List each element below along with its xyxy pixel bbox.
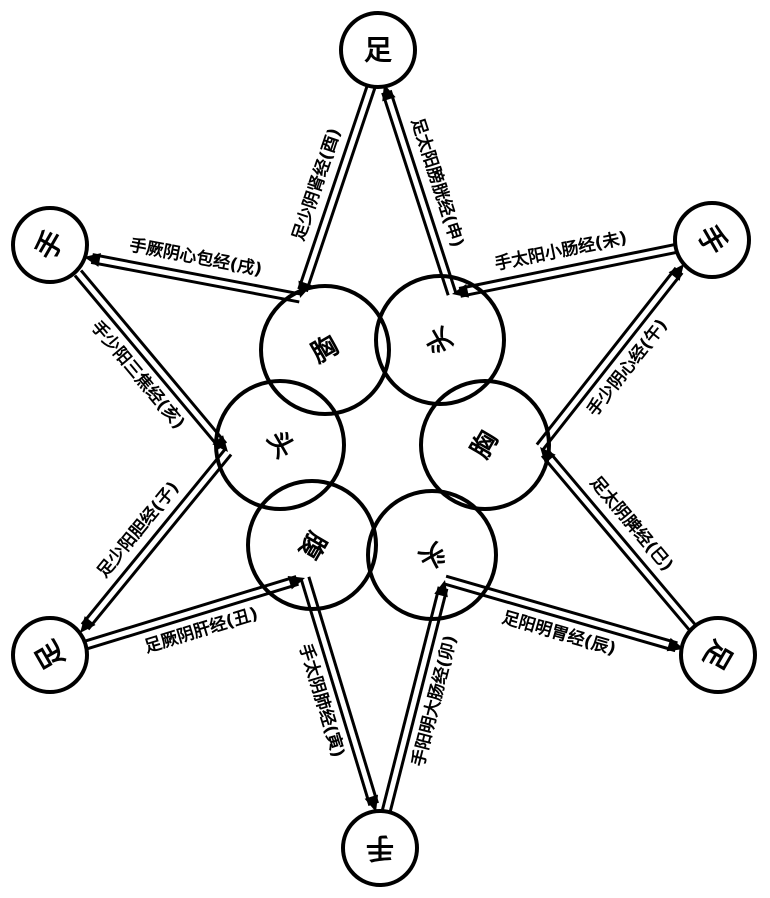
edge-line (445, 574, 678, 645)
meridian-label: 手阳明大肠经(卯) (408, 633, 462, 769)
outer-circle (341, 809, 419, 887)
edge-line (547, 449, 697, 626)
outer-node-top: 足 (339, 11, 417, 89)
arrowhead-icon (212, 435, 228, 452)
meridian-label: 手少阳三焦经(亥) (87, 317, 190, 434)
outer-node-bottom-left: 足 (11, 616, 89, 694)
inner-circles: 胸头头胸腹头 (214, 274, 551, 621)
meridian-label: 足太阳膀胱经(申) (407, 115, 468, 249)
inner-node-label: 胸 (466, 426, 505, 464)
outer-node-bottom-right: 足 (679, 616, 757, 694)
inner-circle (214, 379, 346, 511)
edge-line (90, 260, 300, 304)
inner-circle (374, 274, 506, 406)
arrowhead-icon (452, 283, 470, 298)
edge-line (541, 271, 684, 451)
inner-node-label: 头 (421, 321, 460, 359)
inner-node-lower-right: 头 (366, 489, 498, 621)
edge-line (388, 89, 458, 294)
edge-line (297, 82, 370, 290)
meridian-edge: 足阳明胃经(辰) (443, 574, 684, 660)
edge-line (380, 586, 441, 812)
arrowhead-icon (364, 794, 379, 812)
arrowhead-icon (84, 253, 102, 267)
meridian-edge: 足少阴肾经(酉) (288, 82, 378, 298)
edge-line (84, 575, 297, 643)
meridian-edge: 手太阴肺经(寅) (295, 576, 379, 812)
meridian-label: 足厥阴肝经(丑) (142, 603, 261, 657)
inner-node-label: 胸 (306, 331, 344, 370)
edge-line (304, 84, 378, 293)
meridian-edge: 足太阳膀胱经(申) (381, 84, 468, 296)
edge-line (388, 588, 449, 814)
outer-node-top-left: 手 (11, 206, 89, 284)
meridian-edges: 足太阳膀胱经(申) 足少阴肾经(酉)手厥阴心包经(戌) 手少阳三焦经(亥) 足少阳胆经… (73, 82, 697, 814)
meridian-edge: 足少阳胆经(子) (80, 448, 233, 633)
inner-node-upper-left: 胸 (259, 284, 391, 416)
meridian-label: 手太阴肺经(寅) (295, 641, 349, 760)
meridian-edge: 足太阴脾经(巳) (540, 447, 697, 631)
meridian-edge: 手少阳三焦经(亥) (73, 269, 228, 452)
edge-line (92, 253, 302, 296)
edge-line (80, 448, 227, 626)
outer-circle (11, 616, 89, 694)
inner-circle (259, 284, 391, 416)
arrowhead-icon (80, 616, 96, 633)
edge-line (79, 269, 228, 445)
outer-circle (673, 201, 751, 279)
outer-circles: 足手手足足手 (11, 11, 757, 887)
edge-line (73, 274, 221, 450)
edge-line (307, 576, 379, 804)
inner-node-label: 头 (261, 426, 300, 464)
meridian-edge: 手太阳小肠经(未) (452, 227, 680, 298)
arrowhead-icon (382, 84, 396, 102)
outer-circle (11, 206, 89, 284)
outer-node-label: 手 (366, 832, 394, 865)
inner-circle (419, 379, 551, 511)
edge-line (381, 92, 450, 296)
edge-line (540, 454, 691, 631)
edge-line (458, 242, 678, 290)
meridian-edge: 手少阴心经(午) (535, 264, 684, 451)
edge-line (86, 582, 299, 651)
outer-circle (339, 11, 417, 89)
edge-line (86, 453, 233, 631)
inner-node-upper-right: 头 (374, 274, 506, 406)
edge-line (299, 578, 372, 806)
edge-line (460, 250, 680, 298)
arrowhead-icon (668, 264, 684, 281)
outer-node-label: 足 (364, 34, 392, 67)
inner-circle (246, 479, 378, 611)
edge-line (535, 266, 678, 446)
meridian-label: 足少阴肾经(酉) (288, 125, 345, 243)
inner-node-label: 头 (413, 536, 451, 575)
inner-node-label: 腹 (292, 525, 333, 565)
meridian-label: 足阳明胃经(辰) (500, 607, 619, 660)
meridian-edge: 足厥阴肝经(丑) (84, 575, 305, 657)
outer-node-bottom: 手 (341, 809, 419, 887)
outer-circle (679, 616, 757, 694)
meridian-edge: 手厥阴心包经(戌) (84, 234, 302, 304)
inner-circle (366, 489, 498, 621)
outer-node-top-right: 手 (673, 201, 751, 279)
